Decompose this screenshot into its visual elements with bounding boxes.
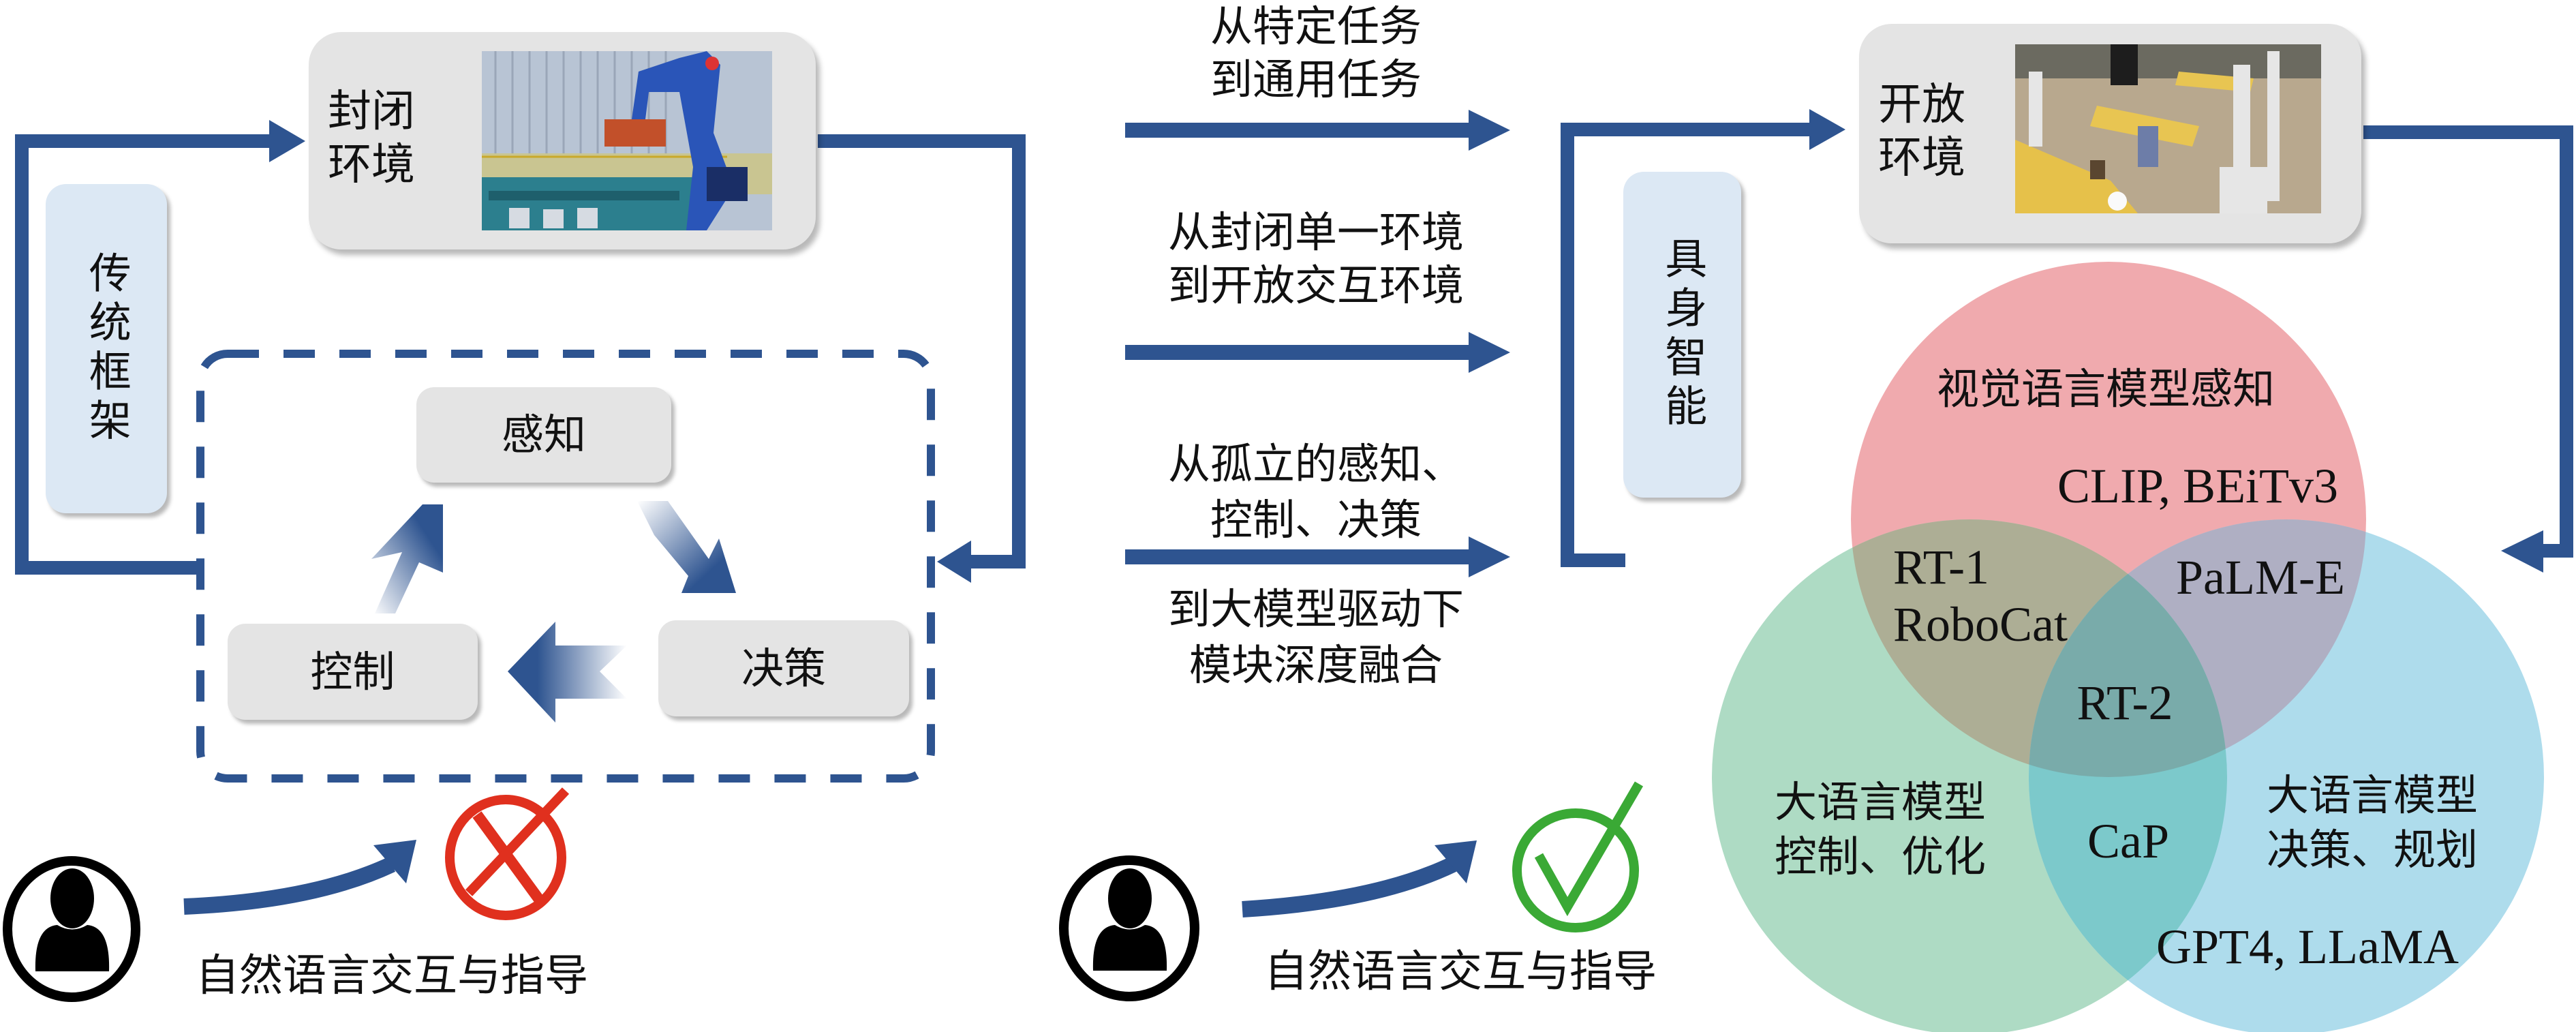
- perception-box: 感知: [416, 387, 671, 483]
- transition-caption-2-line2: 到开放交互环境: [1167, 260, 1464, 310]
- traditional-human-interaction-label: 自然语言交互与指导: [196, 951, 588, 1001]
- human-interaction-embodied: [1059, 781, 1644, 1001]
- embodied-human-interaction-label: 自然语言交互与指导: [1264, 947, 1657, 997]
- open-environment-box: 开放 环境: [1859, 24, 2361, 243]
- arrow-decision-to-control: [508, 622, 627, 723]
- arrow-head-into-loop-box: [937, 541, 971, 583]
- curved-arrow-head: [373, 840, 416, 883]
- venn-overlap-all: [2029, 519, 2227, 777]
- transition-arrow-2-shaft: [1125, 345, 1473, 360]
- human-interaction-traditional: [3, 787, 570, 1002]
- embodied-intelligence-label-box: 具身智能: [1623, 172, 1741, 498]
- embodied-intelligence-label: 具身智能: [1657, 237, 1708, 433]
- arrow-head-into-closed-env: [269, 120, 305, 162]
- venn-perception-models: CLIP, BEiTv3: [2057, 459, 2339, 513]
- transition-arrow-2-head: [1469, 332, 1510, 373]
- venn-planning-models: GPT4, LLaMA: [2156, 920, 2459, 974]
- curved-arrow-head: [1435, 840, 1477, 883]
- open-environment-label-line2: 环境: [1878, 133, 1965, 183]
- venn-planning-title: 大语言模型 决策、规划: [2267, 768, 2478, 877]
- venn-planning-title-line2: 决策、规划: [2267, 825, 2479, 875]
- transition-arrows: [1125, 110, 1510, 577]
- curved-arrow-shaft: [1242, 857, 1457, 917]
- right-loop-line: [818, 134, 1026, 568]
- venn-control-title: 大语言模型 控制、优化: [1775, 775, 1986, 884]
- perception-label: 感知: [501, 410, 586, 460]
- person-icon: [1059, 855, 1199, 1001]
- transition-caption-1-line2: 到通用任务: [1210, 55, 1422, 104]
- control-label: 控制: [310, 646, 395, 697]
- transition-caption-1-line1: 从特定任务: [1210, 1, 1422, 51]
- closed-environment-label-line1: 封闭: [328, 87, 415, 137]
- module-dashed-box: [196, 350, 935, 783]
- closed-environment-label: 封闭 环境: [328, 85, 415, 192]
- industrial-robot-arm-photo: [482, 51, 772, 230]
- curved-arrow-shaft: [183, 857, 396, 915]
- control-box: 控制: [228, 624, 478, 720]
- decision-label: 决策: [741, 643, 826, 693]
- open-environment-label-line1: 开放: [1878, 80, 1965, 130]
- venn-control-planning-models: CaP: [2087, 814, 2170, 868]
- open-lab-robots-photo: [2015, 44, 2321, 213]
- venn-perception-control-model-1: RT-1: [1893, 540, 1990, 594]
- transition-arrow-3-head: [1469, 536, 1510, 577]
- arrow-control-to-perception: [371, 504, 443, 613]
- cross-icon: [445, 787, 570, 920]
- decision-box: 决策: [658, 620, 909, 716]
- person-icon: [3, 856, 140, 1002]
- traditional-loop-connector: [15, 120, 1026, 583]
- transition-caption-3-bottom: 到大模型驱动下 模块深度融合: [1125, 581, 1507, 693]
- open-environment-label: 开放 环境: [1878, 78, 1965, 185]
- closed-environment-label-line2: 环境: [328, 140, 415, 190]
- transition-caption-3-line2: 控制、决策: [1210, 495, 1422, 545]
- venn-perception-control-model-2: RoboCat: [1893, 597, 2068, 652]
- transition-arrow-3-shaft: [1125, 549, 1473, 564]
- venn-control-title-line1: 大语言模型: [1775, 777, 1987, 827]
- transition-caption-1: 从特定任务 到通用任务: [1125, 0, 1507, 106]
- embodied-left-line: [1561, 123, 1813, 567]
- transition-arrow-1-head: [1469, 110, 1510, 151]
- venn-control-title-line2: 控制、优化: [1775, 832, 1987, 881]
- traditional-framework-label-box: 传统框架: [46, 184, 167, 513]
- left-loop-line: [15, 134, 273, 575]
- venn-perception-title: 视觉语言模型感知: [1936, 364, 2275, 414]
- arrow-head-into-open-env: [1809, 109, 1845, 150]
- traditional-framework-label: 传统框架: [81, 250, 132, 447]
- embodied-right-line: [2363, 125, 2573, 558]
- closed-environment-box: 封闭 环境: [309, 32, 816, 249]
- transition-caption-2-line1: 从封闭单一环境: [1167, 207, 1464, 257]
- venn-perception-control-models: RT-1 RoboCat: [1893, 538, 2068, 653]
- venn-planning-title-line1: 大语言模型: [2267, 770, 2479, 820]
- venn-all-models: RT-2: [2076, 676, 2173, 730]
- embodied-loop-connector: [1561, 109, 2573, 573]
- venn-perception-planning-models: PaLM-E: [2176, 550, 2345, 605]
- venn-diagram: [1712, 262, 2544, 1032]
- transition-caption-3-top: 从孤立的感知、 控制、决策: [1125, 436, 1507, 548]
- transition-caption-2: 从封闭单一环境 到开放交互环境: [1125, 206, 1507, 312]
- transition-caption-3-line3: 到大模型驱动下: [1167, 584, 1464, 634]
- arrow-perception-to-decision: [637, 501, 736, 593]
- transition-arrow-1-shaft: [1125, 123, 1473, 138]
- check-icon: [1512, 781, 1644, 932]
- arrow-head-into-venn: [2501, 530, 2543, 573]
- transition-caption-3-line1: 从孤立的感知、: [1167, 439, 1464, 489]
- transition-caption-3-line4: 模块深度融合: [1189, 640, 1443, 690]
